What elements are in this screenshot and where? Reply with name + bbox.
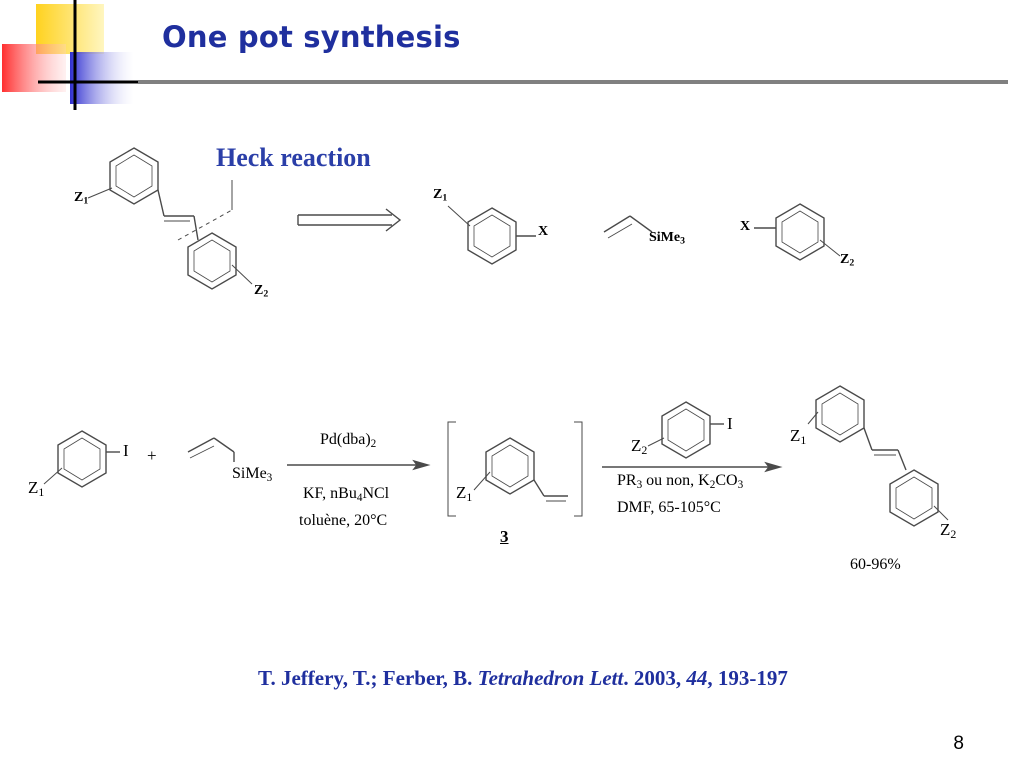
retrosynthetic-arrow xyxy=(297,208,402,232)
citation-pages: , 193-197 xyxy=(707,666,788,690)
target-z1-label: Z1 xyxy=(74,190,89,207)
fragment-a-z1-label: Z1 xyxy=(433,187,448,204)
target-stilbene-structure xyxy=(87,147,253,290)
reagent2-z2-label: Z2 xyxy=(631,436,648,457)
disconnection-line xyxy=(177,209,233,241)
intermediate-compound-number: 3 xyxy=(500,527,509,546)
yield-label: 60-96% xyxy=(850,556,901,573)
step2-conditions-line2: DMF, 65-105°C xyxy=(617,499,721,516)
step1-solvent-temp: toluène, 20°C xyxy=(299,512,388,529)
target-z2-label: Z2 xyxy=(254,283,269,300)
starting-aryl-iodide xyxy=(43,430,120,488)
slide-title: One pot synthesis xyxy=(162,20,461,54)
plus-sign: + xyxy=(147,446,157,465)
citation-authors: T. Jeffery, T.; Ferber, B. xyxy=(258,666,478,690)
page-number: 8 xyxy=(953,733,964,754)
intermediate-styrene xyxy=(447,421,583,517)
fragment-vinylsilane xyxy=(603,215,653,239)
product-z1-label: Z1 xyxy=(790,426,807,447)
citation: T. Jeffery, T.; Ferber, B. Tetrahedron L… xyxy=(258,666,788,691)
second-aryl-iodide xyxy=(647,401,724,459)
target-ring-bottom xyxy=(187,232,237,290)
reaction-arrow-2 xyxy=(602,461,783,473)
logo-red-square xyxy=(2,44,66,92)
step2-conditions-line1: PR3 ou non, K2CO3 xyxy=(617,472,744,491)
product-z2-label: Z2 xyxy=(940,520,957,541)
fragment-c-x-label: X xyxy=(740,219,751,234)
fragment-aryl-halide-c xyxy=(754,203,841,261)
target-ring-top xyxy=(109,147,159,205)
starting-z1-label: Z1 xyxy=(28,478,45,499)
heck-reaction-label: Heck reaction xyxy=(216,143,371,172)
step1-catalyst: Pd(dba)2 xyxy=(320,431,377,450)
citation-year: . 2003, xyxy=(623,666,687,690)
reagent2-i-label: I xyxy=(727,414,733,433)
citation-journal: Tetrahedron Lett xyxy=(477,666,624,690)
fragment-c-z2-label: Z2 xyxy=(840,252,855,269)
reaction-arrow-1 xyxy=(287,459,431,471)
silane-reagent-label: SiMe3 xyxy=(232,465,273,484)
vinylsilane-label: SiMe3 xyxy=(649,230,686,247)
title-rule xyxy=(138,80,1008,84)
vinylsilane-reagent xyxy=(187,437,235,462)
fragment-a-x-label: X xyxy=(538,224,549,239)
product-stilbene xyxy=(807,385,949,527)
step1-additives: KF, nBu4NCl xyxy=(303,485,390,504)
starting-iodide-i-label: I xyxy=(123,441,129,460)
intermediate-z1-label: Z1 xyxy=(456,483,473,504)
fragment-aryl-halide-a xyxy=(447,205,536,265)
corner-logo xyxy=(2,0,140,110)
logo-blue-square xyxy=(70,52,134,104)
citation-volume: 44 xyxy=(686,666,708,690)
